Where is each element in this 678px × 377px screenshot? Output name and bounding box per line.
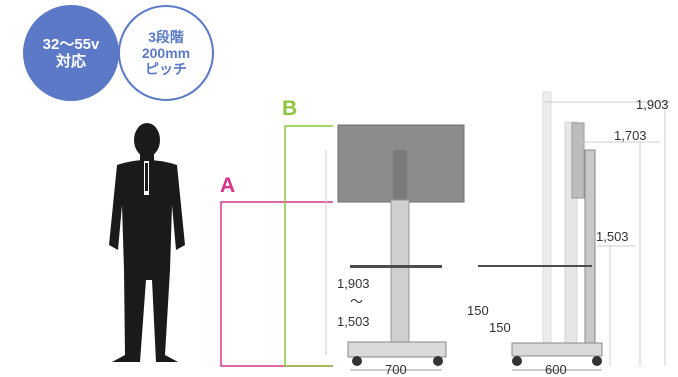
height-max: 1,903 [636,97,669,112]
person-silhouette-icon [109,123,185,362]
height-range-separator: 〜 [350,294,364,309]
height-range-bottom: 1,503 [337,314,370,329]
height-bracket-a [220,201,333,367]
side-view-stand [478,91,670,371]
depth-side: 600 [545,362,567,377]
pitch-caption: ピッチ [145,61,187,78]
pitch-steps: 3段階 [148,28,184,45]
screen-size-range: 32〜55v [42,35,100,53]
label-a: A [220,174,236,197]
height-bracket-b [284,125,333,367]
label-b: B [282,97,298,120]
height-mid: 1,703 [614,128,647,143]
width-front: 700 [385,362,407,377]
pitch-value: 200mm [141,44,191,61]
height-range-top: 1,903 [337,276,370,291]
shelf-step-1: 150 [467,303,489,318]
screen-size-badge: 32〜55v 対応 [23,5,119,101]
pitch-badge: 3段階 200mm ピッチ [118,5,214,101]
screen-size-caption: 対応 [55,53,86,70]
height-min: 1,503 [596,229,629,244]
shelf-step-2: 150 [489,320,511,335]
front-view-stand [325,124,465,371]
